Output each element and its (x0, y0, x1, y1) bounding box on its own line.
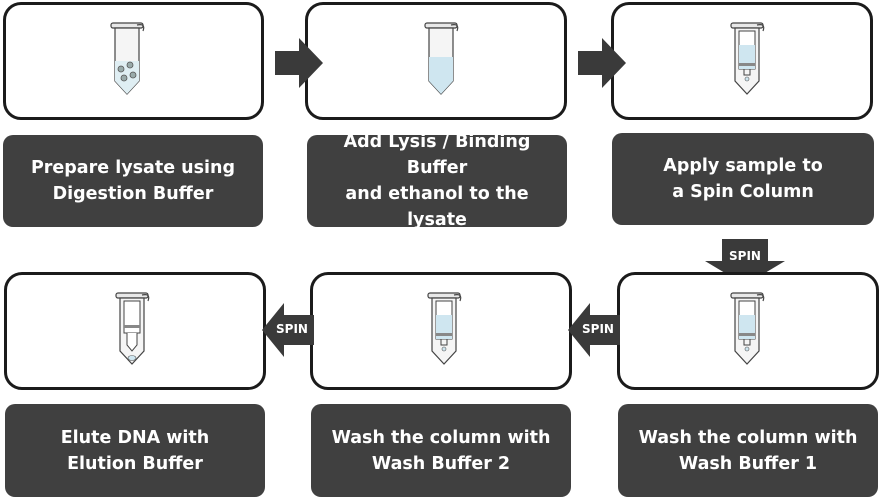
step-6-label: Elute DNA with Elution Buffer (5, 404, 265, 497)
spin-left-label-2: SPIN (582, 322, 614, 336)
spin-down-arrow-icon (705, 239, 785, 285)
right-arrow-icon (275, 38, 323, 88)
step-3-label: Apply sample to a Spin Column (612, 133, 874, 225)
spin-down-label: SPIN (729, 249, 761, 263)
right-arrow-icon (578, 38, 626, 88)
spin-column-tube-icon (730, 22, 765, 95)
spin-left-arrow-icon (262, 303, 314, 357)
spin-column-tube-icon (730, 292, 765, 365)
step-5-panel (310, 272, 572, 390)
step-1-panel (3, 2, 264, 120)
step-5-label: Wash the column with Wash Buffer 2 (311, 404, 571, 497)
step-1-label: Prepare lysate using Digestion Buffer (3, 135, 263, 227)
step-2-panel (305, 2, 567, 120)
spin-column-tube-icon (427, 292, 462, 365)
step-4-panel (617, 272, 879, 390)
step-6-panel (4, 272, 266, 390)
spin-left-arrow-icon (568, 303, 620, 357)
step-2-label: Add Lysis / Binding Buffer and ethanol t… (307, 132, 567, 230)
elution-tube-icon (115, 292, 150, 365)
spin-left-label-1: SPIN (276, 322, 308, 336)
tube-with-lysate-icon (110, 22, 145, 95)
step-4-label: Wash the column with Wash Buffer 1 (618, 404, 878, 497)
tube-with-buffer-icon (424, 22, 459, 95)
step-3-panel (611, 2, 873, 120)
